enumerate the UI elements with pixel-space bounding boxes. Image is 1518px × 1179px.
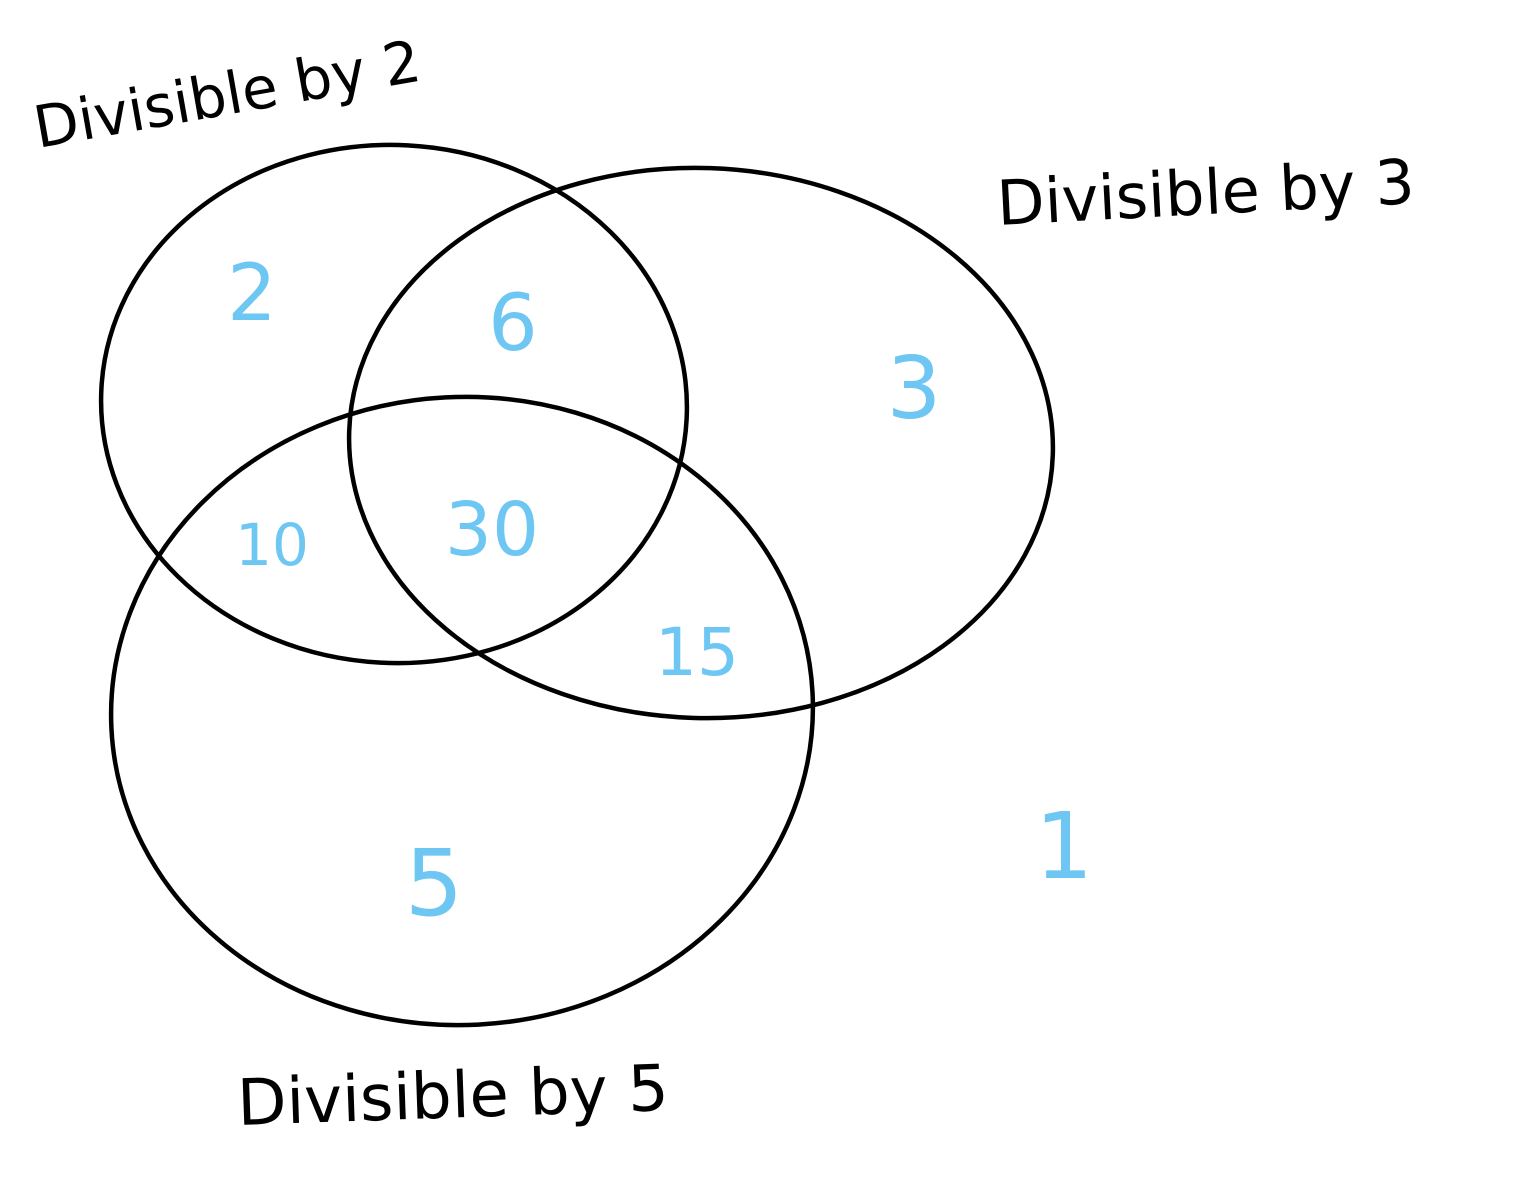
region-value-only-5: 5 bbox=[405, 830, 464, 937]
set-label-divisible-by-5: Divisible by 5 bbox=[236, 1052, 670, 1141]
set-label-divisible-by-3: Divisible by 3 bbox=[995, 145, 1416, 240]
region-value-3-and-5: 15 bbox=[655, 614, 739, 691]
region-value-outside: 1 bbox=[1035, 793, 1094, 900]
region-value-2-and-3: 6 bbox=[488, 279, 538, 369]
region-value-2-and-5: 10 bbox=[235, 511, 309, 579]
set-divisible-by-2-circle bbox=[98, 142, 690, 666]
set-label-divisible-by-2: Divisible by 2 bbox=[29, 27, 426, 162]
set-divisible-by-5-circle bbox=[108, 394, 816, 1028]
set-divisible-by-3-circle bbox=[346, 165, 1056, 721]
region-value-all-three: 30 bbox=[445, 487, 539, 573]
region-value-only-2: 2 bbox=[227, 249, 277, 339]
region-value-only-3: 3 bbox=[887, 339, 942, 439]
